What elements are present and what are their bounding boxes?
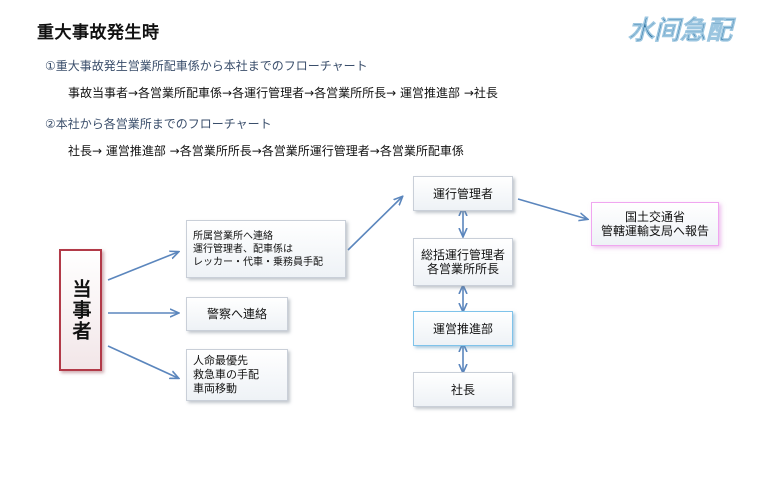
general-manager-box: 総括運行管理者 各営業所所長	[413, 238, 513, 286]
contact-office-label: 所属営業所へ連絡 運行管理者、配車係は レッカー・代車・乗務員手配	[193, 230, 323, 268]
manager-label: 運行管理者	[432, 186, 493, 201]
rescue-label: 人命最優先 救急車の手配 車両移動	[193, 354, 259, 395]
contact-office-box: 所属営業所へ連絡 運行管理者、配車係は レッカー・代車・乗務員手配	[186, 220, 346, 278]
arrow-party-to-contact	[107, 252, 178, 281]
general-manager-label: 総括運行管理者 各営業所所長	[420, 248, 505, 276]
promotion-dept-box: 運営推進部	[413, 311, 513, 346]
president-box: 社長	[413, 372, 513, 407]
arrow-party-to-rescue	[107, 345, 178, 378]
manager-box: 運行管理者	[413, 176, 513, 211]
section2-heading: ②本社から各営業所までのフローチャート	[45, 117, 272, 131]
report-label: 国土交通省 管轄運輸支局へ報告	[600, 210, 709, 238]
company-logo: 水间急配	[628, 16, 737, 46]
promotion-dept-label: 運営推進部	[432, 321, 493, 336]
police-contact-box: 警察へ連絡	[186, 297, 288, 331]
svg-text:水间急配: 水间急配	[628, 16, 736, 46]
police-contact-label: 警察へ連絡	[206, 307, 267, 321]
report-box: 国土交通省 管轄運輸支局へ報告	[591, 202, 719, 246]
section2-flow: 社長→ 運営推進部 →各営業所所長→各営業所運行管理者→各営業所配車係	[68, 144, 464, 158]
page-title: 重大事故発生時	[37, 23, 160, 43]
rescue-box: 人命最優先 救急車の手配 車両移動	[186, 349, 288, 401]
party-box: 当事者	[59, 249, 102, 371]
president-label: 社長	[450, 382, 475, 397]
arrow-contact-to-manager	[347, 197, 402, 251]
party-label: 当事者	[69, 278, 92, 342]
section1-flow: 事故当事者→各営業所配車係→各運行管理者→各営業所所長→ 運営推進部 →社長	[68, 86, 498, 100]
section1-heading: ①重大事故発生営業所配車係から本社までのフローチャート	[45, 59, 368, 73]
arrow-manager-to-report	[517, 198, 587, 219]
